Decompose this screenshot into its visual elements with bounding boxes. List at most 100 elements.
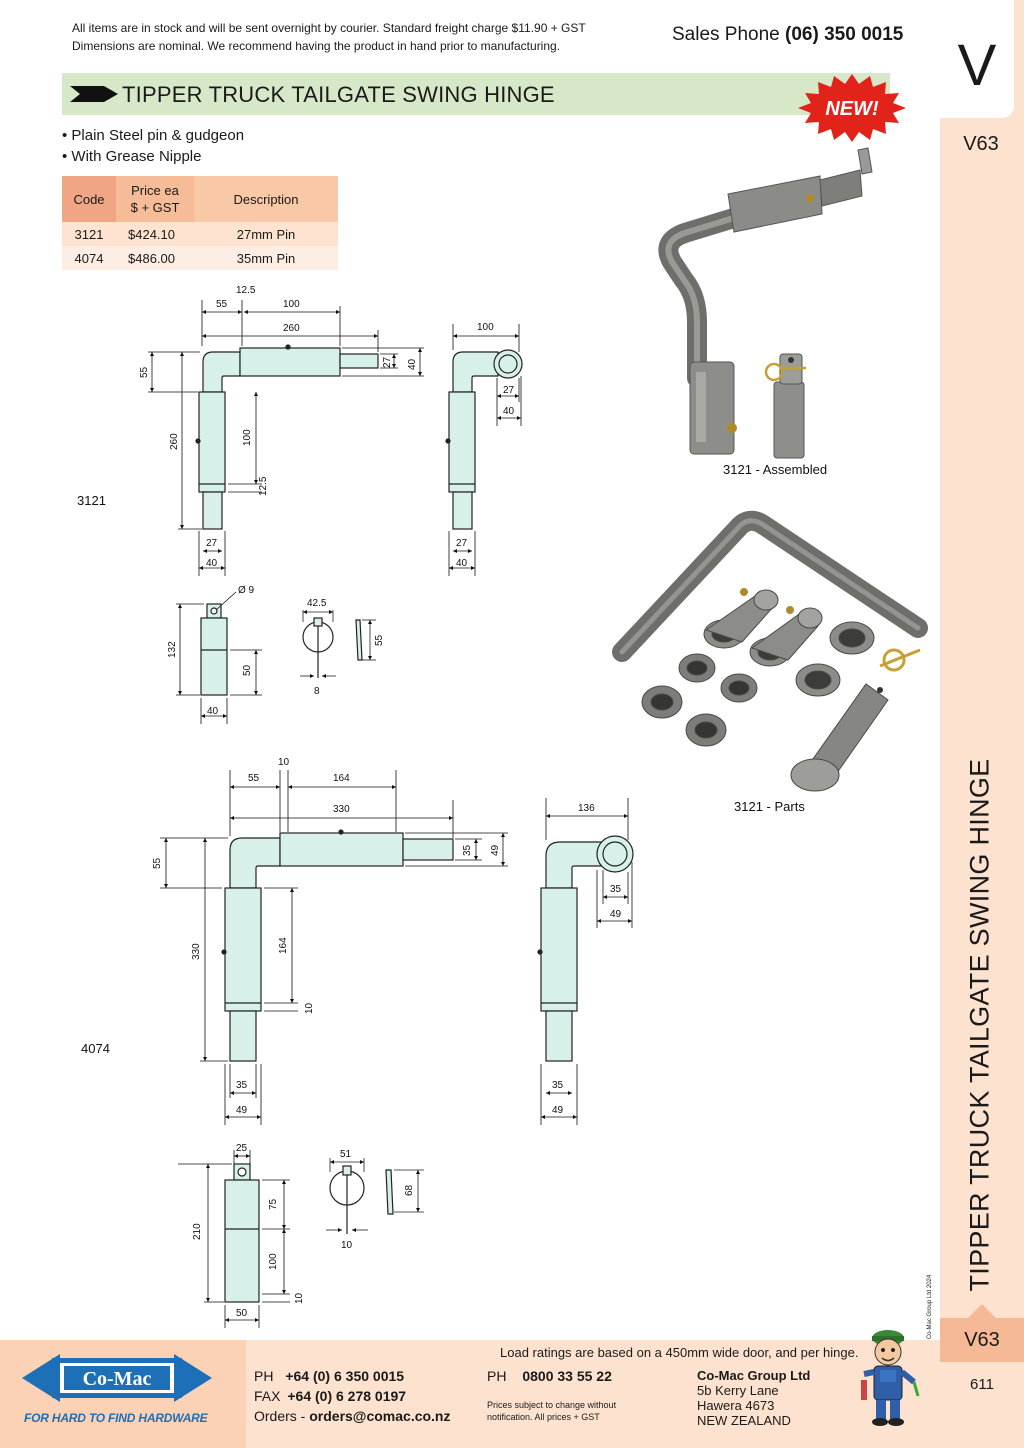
label-4074: 4074	[81, 1041, 110, 1056]
footer-phone: PH +64 (0) 6 350 0015	[254, 1368, 404, 1384]
dim-label: 49	[490, 844, 501, 856]
table-header-row: Code Price ea$ + GST Description	[62, 176, 338, 222]
section-code-top: V63	[963, 133, 999, 155]
mascot-icon	[861, 1330, 920, 1426]
cell-code: 3121	[62, 222, 116, 246]
dim-label: 49	[610, 909, 622, 920]
dim-label: 55	[152, 857, 163, 869]
section-code-bottom: V63	[940, 1318, 1024, 1362]
sales-phone-label: Sales Phone	[672, 24, 780, 45]
company-address: Co-Mac Group Ltd 5b Kerry Lane Hawera 46…	[697, 1368, 810, 1428]
new-badge: NEW!	[798, 74, 906, 142]
side-tab	[940, 0, 1024, 1448]
dimensions-4074-front	[160, 770, 508, 1125]
table-row: 4074 $486.00 35mm Pin	[62, 246, 338, 270]
logo-text: Co-Mac	[83, 1368, 152, 1390]
footer-fax: FAX +64 (0) 6 278 0197	[254, 1388, 406, 1404]
header-description: Description	[194, 176, 338, 222]
dim-label: 132	[167, 641, 178, 658]
cell-description: 27mm Pin	[194, 222, 338, 246]
starburst-shape	[798, 74, 906, 142]
technical-drawings: 55 12.5 100 260 55 260 100 12.5 27 40 27…	[77, 147, 928, 1328]
vertical-title: TIPPER TRUCK TAILGATE SWING HINGE	[932, 759, 1024, 1292]
dim-label: 40	[456, 558, 468, 569]
dimension-labels-3121-pin: 42.5 55 8	[307, 598, 385, 697]
footer-freephone: PH 0800 33 55 22	[487, 1368, 612, 1384]
sales-phone: Sales Phone (06) 350 0015	[672, 24, 903, 46]
table-row: 3121 $424.10 27mm Pin	[62, 222, 338, 246]
prices-note: Prices subject to change without notific…	[487, 1400, 617, 1422]
dim-label: 40	[207, 706, 219, 717]
dim-label: 27	[456, 538, 468, 549]
page-title: TIPPER TRUCK TAILGATE SWING HINGE	[122, 82, 555, 107]
dim-label: 12.5	[258, 476, 269, 496]
dim-label: 35	[610, 884, 622, 895]
dim-label: 10	[294, 1292, 305, 1304]
fax-value: +64 (0) 6 278 0197	[287, 1388, 407, 1404]
phone-label: PH	[254, 1368, 274, 1384]
dim-label: 100	[477, 322, 494, 333]
tab-notch	[968, 1304, 996, 1318]
dim-label: 100	[268, 1253, 279, 1270]
load-rating-note: Load ratings are based on a 450mm wide d…	[500, 1345, 859, 1360]
feature-item: • With Grease Nipple	[62, 148, 202, 165]
parts-pin	[790, 683, 889, 792]
dimensions-3121-front	[148, 300, 424, 576]
phone-value[interactable]: +64 (0) 6 350 0015	[285, 1368, 405, 1384]
cell-code: 4074	[62, 246, 116, 270]
title-bar: TIPPER TRUCK TAILGATE SWING HINGE	[62, 73, 890, 115]
dimensions-3121-gudgeon	[176, 591, 262, 724]
notice-line-2: Dimensions are nominal. We recommend hav…	[72, 39, 561, 53]
dimension-labels-3121-front: 55 12.5 100 260 55 260 100 12.5 27 40 27…	[139, 285, 418, 569]
vertical-title-text: TIPPER TRUCK TAILGATE SWING HINGE	[964, 758, 995, 1292]
dim-label: 260	[169, 433, 180, 450]
dim-label: 55	[216, 299, 228, 310]
drawing-3121-pin-clip	[300, 610, 376, 678]
dim-label: 260	[283, 323, 300, 334]
dim-label: 35	[236, 1080, 248, 1091]
dim-label: 164	[333, 773, 350, 784]
dim-label: 35	[462, 844, 473, 856]
lynch-pin-ring	[882, 648, 906, 672]
header-code: Code	[62, 176, 116, 222]
dimensions-3121-side	[448, 324, 522, 576]
dim-label: 10	[341, 1240, 353, 1251]
side-tab-letter-box	[940, 0, 1014, 118]
address-line: NEW ZEALAND	[697, 1413, 791, 1428]
cell-price: $486.00	[116, 246, 194, 270]
dimension-labels-4074-pin: 51 68 10	[340, 1149, 415, 1251]
dimension-labels-4074-side: 136 35 49 35 49	[552, 803, 622, 1116]
dim-label: 100	[283, 299, 300, 310]
dim-label: 68	[404, 1184, 415, 1196]
sales-phone-number[interactable]: (06) 350 0015	[785, 24, 904, 45]
dim-label: Ø 9	[238, 585, 255, 596]
cell-price: $424.10	[116, 222, 194, 246]
drawing-4074-side	[537, 835, 634, 1062]
tagline: FOR HARD TO FIND HARDWARE	[24, 1411, 208, 1425]
dim-label: 40	[503, 406, 515, 417]
dim-label: 75	[268, 1198, 279, 1210]
orders-email[interactable]: orders@comac.co.nz	[309, 1408, 451, 1424]
dim-label: 55	[248, 773, 260, 784]
dim-label: 55	[374, 634, 385, 646]
dim-label: 27	[206, 538, 218, 549]
drawing-4074-front	[221, 829, 454, 1062]
dim-label: 8	[314, 686, 320, 697]
freephone-value[interactable]: 0800 33 55 22	[522, 1368, 612, 1384]
feature-item: • Plain Steel pin & gudgeon	[62, 127, 245, 144]
photo-caption-assembled: 3121 - Assembled	[723, 462, 827, 477]
parts-washers	[641, 653, 758, 747]
dim-label: 35	[552, 1080, 564, 1091]
dim-label: 100	[242, 429, 253, 446]
dim-label: 330	[333, 804, 350, 815]
dimension-labels-4074-front: 55 10 164 330 55 330 164 10 35 49 35 49	[152, 757, 501, 1116]
dim-label: 49	[236, 1105, 248, 1116]
parts-bushings	[703, 589, 875, 697]
dim-label: 136	[578, 803, 595, 814]
dim-label: 10	[278, 757, 290, 768]
arrow-icon	[70, 86, 118, 102]
notice-line-1: All items are in stock and will be sent …	[72, 21, 586, 35]
dim-label: 210	[192, 1223, 203, 1240]
dim-label: 12.5	[236, 285, 256, 296]
fax-label: FAX	[254, 1388, 281, 1404]
